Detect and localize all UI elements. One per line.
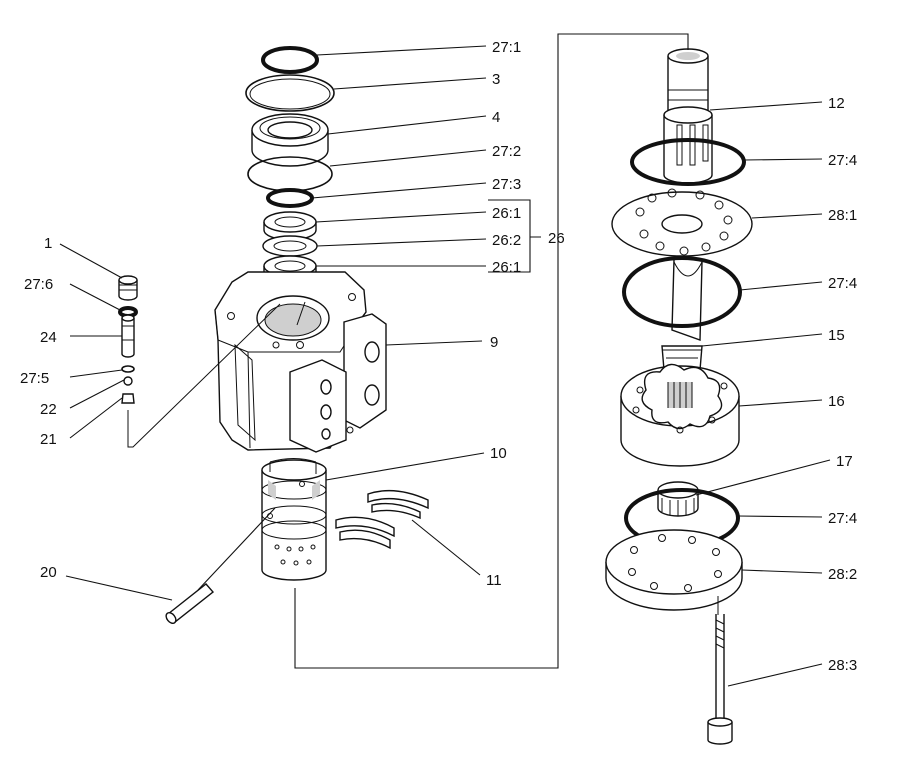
plate-28-1 <box>611 188 753 257</box>
label-27-1: 27:1 <box>492 39 521 56</box>
label-1: 1 <box>44 235 52 252</box>
ball-22 <box>123 376 133 386</box>
label-26-1-a: 26:1 <box>492 205 521 222</box>
label-21: 21 <box>40 431 57 448</box>
end-cover-28-2 <box>605 529 743 611</box>
springs-11 <box>335 489 429 550</box>
leader-lines <box>59 45 831 687</box>
gear-set-16 <box>620 363 740 467</box>
label-27-5: 27:5 <box>20 370 49 387</box>
label-20: 20 <box>40 564 57 581</box>
plug-1 <box>118 275 138 301</box>
sleeve-10 <box>261 458 327 581</box>
ring-27-3 <box>266 188 314 208</box>
label-28-1: 28:1 <box>828 207 857 224</box>
washer-26-2 <box>262 235 318 257</box>
ring-27-1 <box>261 46 319 74</box>
seat-21 <box>121 393 135 404</box>
label-11: 11 <box>486 572 502 589</box>
label-15: 15 <box>828 327 845 344</box>
label-27-2: 27:2 <box>492 143 521 160</box>
screw-28-3 <box>707 614 733 745</box>
label-27-4-a: 27:4 <box>828 152 857 169</box>
label-26-2: 26:2 <box>492 232 521 249</box>
ring-27-5 <box>121 365 135 373</box>
label-27-6: 27:6 <box>24 276 53 293</box>
group-26-bracket <box>488 199 541 273</box>
assembly-connector-line <box>294 33 689 669</box>
label-28-3: 28:3 <box>828 657 857 674</box>
label-12: 12 <box>828 95 845 112</box>
label-24: 24 <box>40 329 57 346</box>
spline-17 <box>657 481 699 517</box>
label-9: 9 <box>490 334 498 351</box>
ring-27-4-middle <box>622 256 742 328</box>
pin-20 <box>165 583 215 625</box>
label-27-3: 27:3 <box>492 176 521 193</box>
label-28-2: 28:2 <box>828 566 857 583</box>
label-27-4-b: 27:4 <box>828 275 857 292</box>
housing-9 <box>214 271 387 453</box>
label-27-4-c: 27:4 <box>828 510 857 527</box>
valve-axis-line <box>127 303 281 448</box>
ring-27-4-upper <box>630 138 746 186</box>
label-10: 10 <box>490 445 507 462</box>
ring-3 <box>245 74 335 112</box>
washer-26-1-a <box>263 211 317 241</box>
valve-body-24 <box>121 314 135 358</box>
label-22: 22 <box>40 401 57 418</box>
label-16: 16 <box>828 393 845 410</box>
label-4: 4 <box>492 109 500 126</box>
seal-holder-4 <box>251 113 329 167</box>
label-26-1-b: 26:1 <box>492 259 521 276</box>
label-3: 3 <box>492 71 500 88</box>
label-26: 26 <box>548 230 565 247</box>
label-17: 17 <box>836 453 853 470</box>
